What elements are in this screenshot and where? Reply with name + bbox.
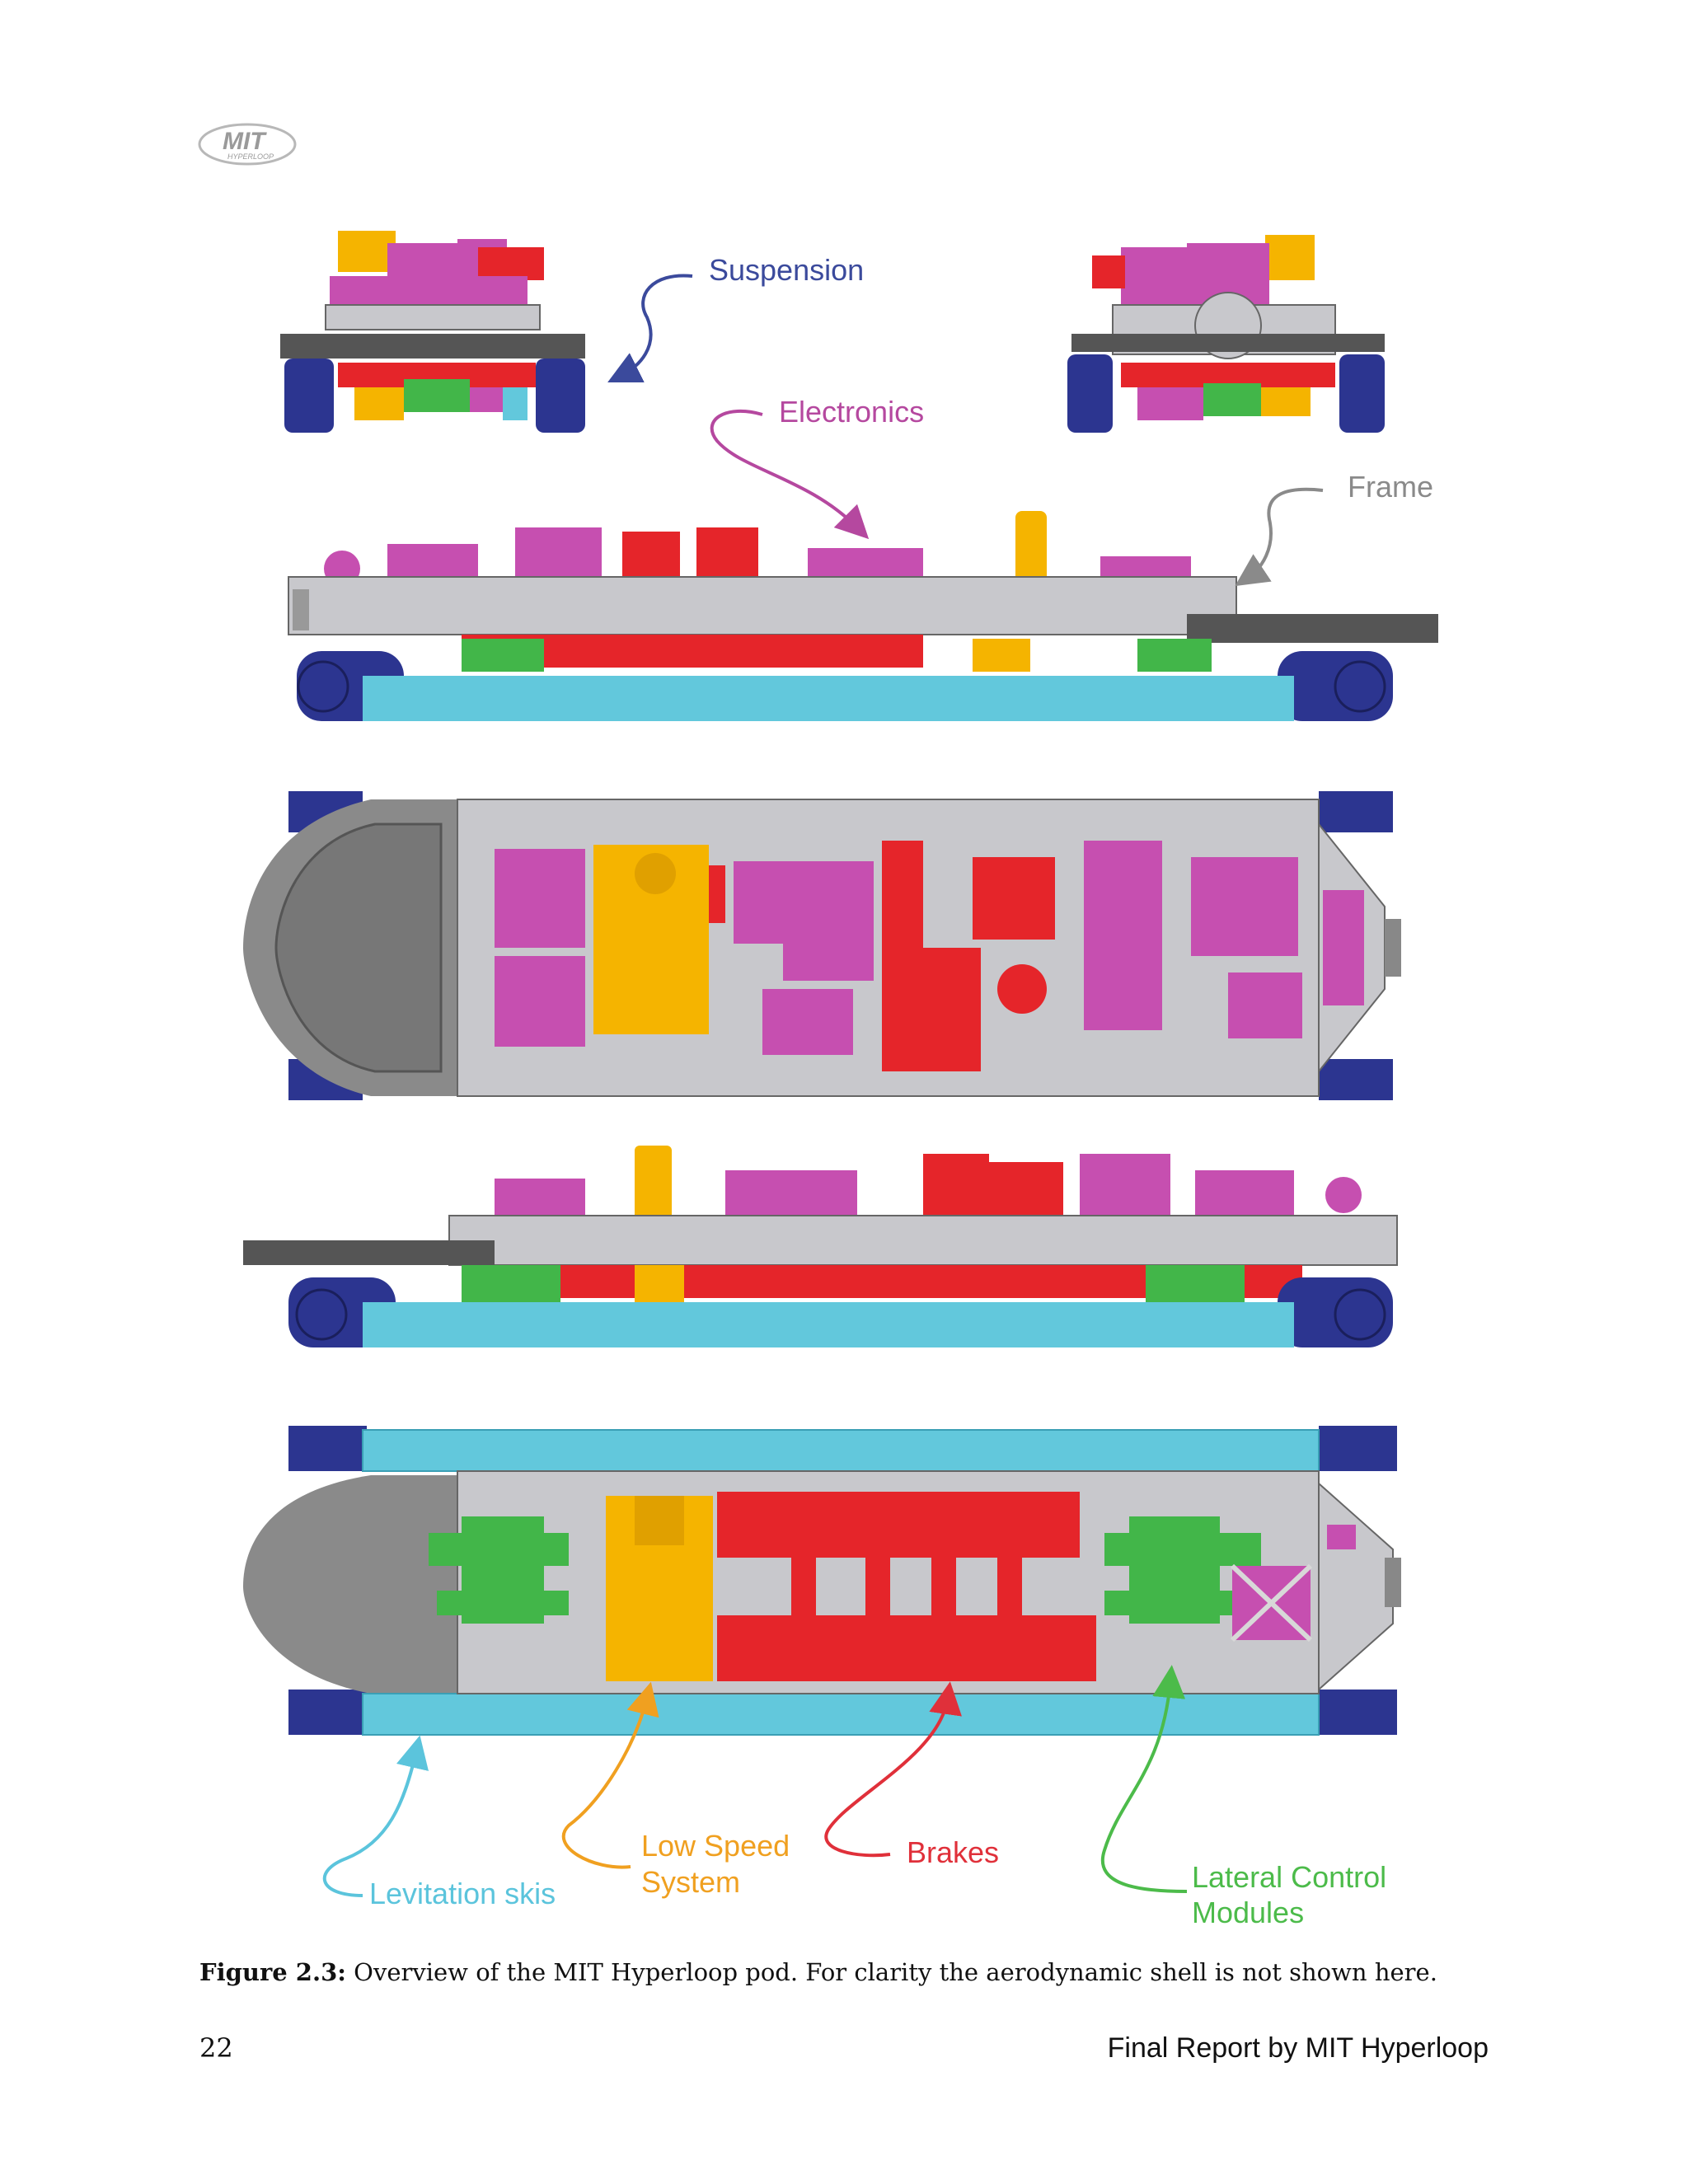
figure-caption-label: Figure 2.3: (199, 1958, 346, 1986)
low-speed-label-line1: Low Speed (641, 1829, 790, 1863)
top-view-2 (243, 1426, 1401, 1736)
electronics-label: Electronics (779, 395, 924, 429)
levitation-skis-label: Levitation skis (369, 1877, 556, 1910)
page-number: 22 (199, 2032, 233, 2064)
low-speed-arrow (561, 1681, 659, 1869)
side-view-2 (243, 1146, 1398, 1347)
frame-label: Frame (1348, 470, 1433, 504)
pod-overview-figure: Suspension Electronics Frame Levitation … (243, 231, 1438, 1929)
mit-hyperloop-logo: MIT HYPERLOOP (198, 123, 297, 166)
running-footer: Final Report by MIT Hyperloop (1107, 2032, 1489, 2064)
figure-caption: Figure 2.3: Overview of the MIT Hyperloo… (199, 1956, 1485, 1989)
low-speed-label-line2: System (641, 1865, 740, 1899)
lateral-control-label-line1: Lateral Control (1192, 1860, 1386, 1894)
side-view-1 (288, 511, 1438, 721)
suspension-label: Suspension (709, 253, 864, 287)
frame-arrow (1235, 487, 1324, 587)
lateral-control-arrow (1100, 1665, 1188, 1893)
brakes-arrow (824, 1681, 962, 1858)
figure-caption-text: Overview of the MIT Hyperloop pod. For c… (345, 1958, 1437, 1986)
electronics-arrow (710, 410, 870, 540)
suspension-arrow (607, 274, 693, 382)
logo-text: MIT (223, 128, 267, 155)
top-view-1 (243, 791, 1401, 1100)
levitation-skis-arrow (322, 1735, 429, 1897)
front-end-view (280, 231, 585, 433)
brakes-label: Brakes (907, 1835, 999, 1869)
rear-end-view (1067, 235, 1385, 433)
lateral-control-label-line2: Modules (1192, 1896, 1304, 1929)
logo-subtext: HYPERLOOP (227, 152, 274, 161)
